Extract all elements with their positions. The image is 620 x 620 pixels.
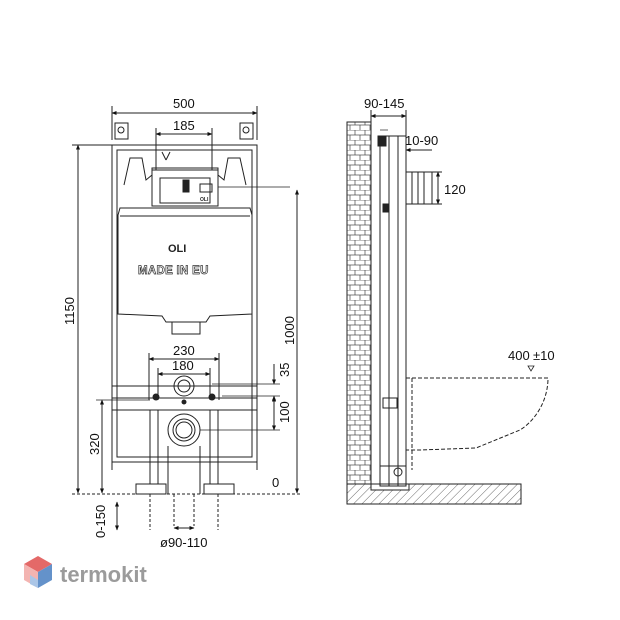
dimension-400: 400 ±10 (508, 348, 555, 372)
dimension-90-145: 90-145 (364, 96, 407, 140)
dim-1000-label: 1000 (282, 316, 297, 345)
dim-0-150-label: 0-150 (93, 505, 108, 538)
brand-made-in: MADE IN EU (138, 265, 209, 277)
dim-180-label: 180 (172, 358, 194, 373)
frame-side (377, 135, 407, 487)
dim-100-label: 100 (277, 401, 292, 423)
bowl-tolerance-label: ±10 (533, 348, 555, 363)
dim-500-label: 500 (173, 96, 195, 111)
front-view: 500 185 OLI (62, 96, 300, 550)
termokit-watermark: termokit (24, 556, 147, 588)
top-brackets (114, 122, 254, 140)
dimension-230: 230 (148, 343, 220, 400)
cistern: OLI MADE IN EU (117, 207, 253, 335)
pipe-diameter-label: ø90-110 (160, 535, 207, 550)
floor-line-front: 0 (72, 475, 300, 495)
dim-1150-label: 1150 (62, 297, 77, 325)
dim-35-label: 35 (277, 363, 292, 377)
brick-wall (346, 121, 372, 485)
dimension-10-90: 10-90 (380, 129, 438, 152)
bowl-400-label: 400 (508, 348, 530, 363)
brand-oli: OLI (168, 243, 186, 255)
dim-10-90-label: 10-90 (405, 133, 438, 148)
dim-185-label: 185 (173, 118, 195, 133)
drain-and-feet (111, 410, 258, 530)
flush-mechanism: OLI (123, 151, 290, 207)
dim-90-145-label: 90-145 (364, 96, 404, 111)
dimension-500: 500 (111, 96, 258, 140)
dim-120-label: 120 (444, 182, 466, 197)
dimension-185: 185 (155, 118, 213, 170)
watermark-text: termokit (60, 562, 147, 587)
dimension-0-150: 0-150 (93, 501, 119, 538)
dimension-320: 320 (87, 399, 150, 494)
plate-box: 120 (405, 171, 466, 205)
zero-label: 0 (272, 475, 279, 490)
crossbar (111, 375, 258, 447)
dimension-1150: 1150 (62, 144, 112, 494)
dimension-pipe: ø90-110 (160, 526, 207, 550)
dimension-1000: 1000 (282, 189, 299, 494)
termokit-logo-icon (24, 556, 52, 588)
module-label: OLI (200, 197, 209, 203)
side-view: 90-145 10-90 120 (346, 96, 555, 505)
dim-320-label: 320 (87, 433, 102, 455)
toilet-bowl (406, 377, 549, 470)
dim-230-label: 230 (173, 343, 195, 358)
dimension-100: 100 (200, 396, 292, 431)
dimension-180: 180 (157, 358, 211, 400)
